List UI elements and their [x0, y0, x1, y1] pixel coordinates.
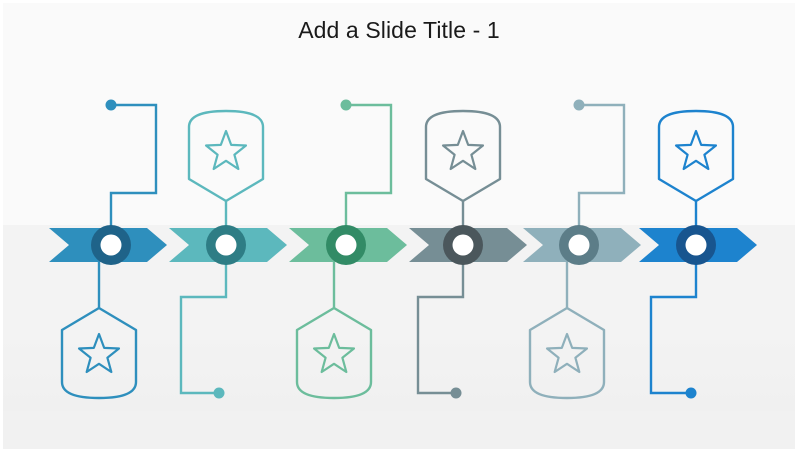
step-milestone-2[interactable] [206, 225, 246, 265]
step-milestone-4[interactable] [443, 225, 483, 265]
step-badge[interactable] [424, 109, 502, 203]
star-icon [441, 129, 485, 171]
step-connector-line [179, 257, 228, 395]
milestone-ring-inner [685, 234, 707, 256]
step-connector-dot [340, 99, 352, 111]
timeline-step-5[interactable] [528, 99, 626, 400]
step-connector-dot [450, 387, 462, 399]
step-milestone-1[interactable] [91, 225, 131, 265]
timeline-step-1[interactable] [60, 99, 158, 400]
background-upper [1, 1, 795, 225]
star-icon [674, 129, 718, 171]
milestone-ring-inner [335, 234, 357, 256]
milestone-ring-inner [452, 234, 474, 256]
step-connector-line [109, 103, 158, 233]
milestone-ring-inner [215, 234, 237, 256]
step-badge[interactable] [528, 306, 606, 400]
step-badge[interactable] [295, 306, 373, 400]
step-connector-line [416, 257, 465, 395]
step-milestone-3[interactable] [326, 225, 366, 265]
background-lower [1, 411, 795, 449]
step-connector-line [577, 103, 626, 233]
step-connector-dot [213, 387, 225, 399]
step-connector-line [344, 103, 393, 233]
step-milestone-5[interactable] [559, 225, 599, 265]
step-milestone-6[interactable] [676, 225, 716, 265]
star-icon [77, 332, 121, 374]
timeline-step-3[interactable] [295, 99, 393, 400]
star-icon [545, 332, 589, 374]
step-badge[interactable] [657, 109, 735, 203]
step-badge[interactable] [60, 306, 138, 400]
milestone-ring-inner [100, 234, 122, 256]
star-icon [204, 129, 248, 171]
step-badge[interactable] [187, 109, 265, 203]
star-icon [312, 332, 356, 374]
step-connector-dot [105, 99, 117, 111]
page-title: Add a Slide Title - 1 [298, 17, 500, 43]
milestone-ring-inner [568, 234, 590, 256]
step-connector-dot [685, 387, 697, 399]
timeline-step-6[interactable] [649, 109, 735, 399]
step-connector-line [649, 257, 698, 395]
step-connector-dot [573, 99, 585, 111]
